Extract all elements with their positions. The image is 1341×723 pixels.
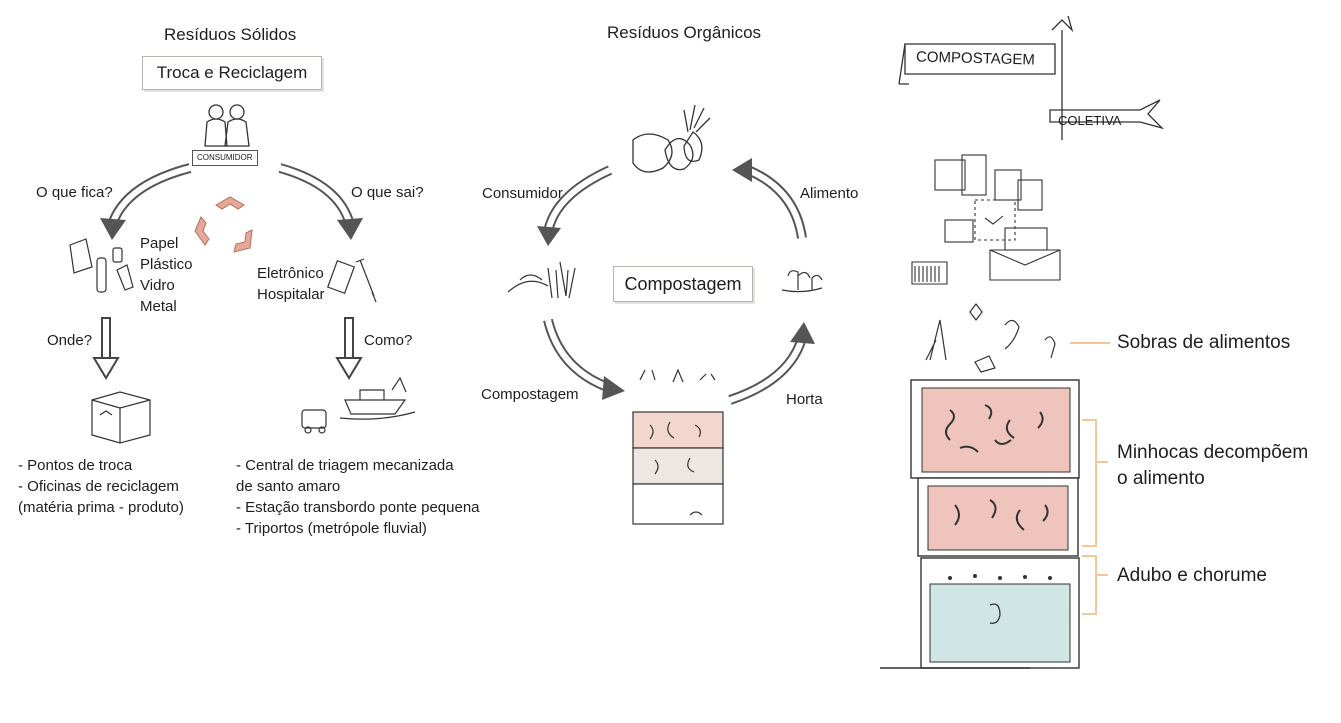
solid-waste-heading: Resíduos Sólidos [164, 25, 297, 44]
sign-collective: COLETIVA [1058, 113, 1122, 128]
right-question: O que sai? [351, 184, 424, 201]
hazardous-list: Eletrônico Hospitalar [257, 263, 325, 305]
composting-center-label: Compostagem [624, 274, 742, 294]
organic-waste-heading: Resíduos Orgânicos [607, 23, 762, 42]
truck-and-boat-icon [301, 376, 416, 434]
cycle-arrow-garden [728, 322, 815, 405]
exchange-recycling-box: Troca e Reciclagem [142, 56, 322, 90]
food-produce-icon [632, 104, 711, 173]
how-answer: - Triportos (metrópole fluvial) [236, 520, 427, 537]
compost-bin-small-icon [632, 368, 724, 525]
cycle-label-compost: Compostagem [481, 386, 579, 403]
cycle-label-consumer: Consumidor [482, 185, 563, 202]
how-answers: - Central de triagem mecanizada de santo… [236, 455, 480, 539]
seedling-icon [781, 270, 823, 293]
recyclable-item: Papel [140, 235, 179, 252]
consumers-figure-icon [204, 104, 250, 147]
where-answers: - Pontos de troca - Oficinas de reciclag… [18, 455, 184, 518]
sign-composting: COMPOSTAGEM [915, 48, 1036, 69]
consumer-sign: CONSUMIDOR [192, 150, 258, 166]
recyclable-item: Vidro [140, 277, 175, 294]
recyclable-item: Plástico [140, 256, 193, 273]
where-answer: - Pontos de troca [18, 457, 133, 474]
food-scraps-icon [507, 261, 576, 299]
fertilizer-label: Adubo e chorume [1117, 565, 1267, 586]
arrow-to-hazardous [278, 163, 363, 240]
how-question: Como? [364, 332, 413, 349]
building-sketch-icon [911, 154, 1061, 285]
where-answer: - Oficinas de reciclagem [18, 478, 179, 495]
compost-tower-icon [880, 379, 1080, 669]
where-question: Onde? [47, 332, 93, 349]
falling-scraps-icon [925, 303, 1056, 373]
recycle-symbol-icon [194, 196, 253, 253]
leftovers-label: Sobras de alimentos [1117, 332, 1291, 353]
recyclable-items-icon [69, 238, 134, 293]
recycling-bin-icon [91, 391, 151, 444]
composting-center-box: Compostagem [613, 266, 753, 302]
how-answer: - Estação transbordo ponte pequena [236, 499, 480, 516]
cycle-label-food: Alimento [800, 185, 859, 202]
signpost-icon [898, 15, 1165, 140]
label-bracket-worms [1082, 419, 1108, 547]
worms-label-line2: o alimento [1117, 468, 1205, 489]
recyclables-list: Papel Plástico Vidro Metal [140, 233, 193, 317]
how-answer: - Central de triagem mecanizada [236, 457, 454, 474]
where-answer: (matéria prima - produto) [18, 499, 184, 516]
hazardous-item: Hospitalar [257, 286, 325, 303]
electronic-and-syringe-icon [326, 258, 377, 303]
recyclable-item: Metal [140, 298, 177, 315]
arrow-down-where [92, 317, 120, 380]
how-answer: de santo amaro [236, 478, 341, 495]
arrow-down-how [335, 317, 363, 380]
cycle-arrow-food [732, 158, 807, 239]
worms-label-line1: Minhocas decompõem [1117, 442, 1309, 463]
left-question: O que fica? [36, 184, 113, 201]
cycle-arrow-consumer [537, 165, 613, 246]
arrow-to-recyclables [100, 163, 192, 240]
exchange-recycling-title: Troca e Reciclagem [156, 63, 308, 82]
cycle-arrow-compost [543, 318, 625, 400]
hazardous-item: Eletrônico [257, 265, 324, 282]
cycle-label-garden: Horta [786, 391, 823, 408]
label-bracket-fertilizer [1082, 555, 1108, 615]
